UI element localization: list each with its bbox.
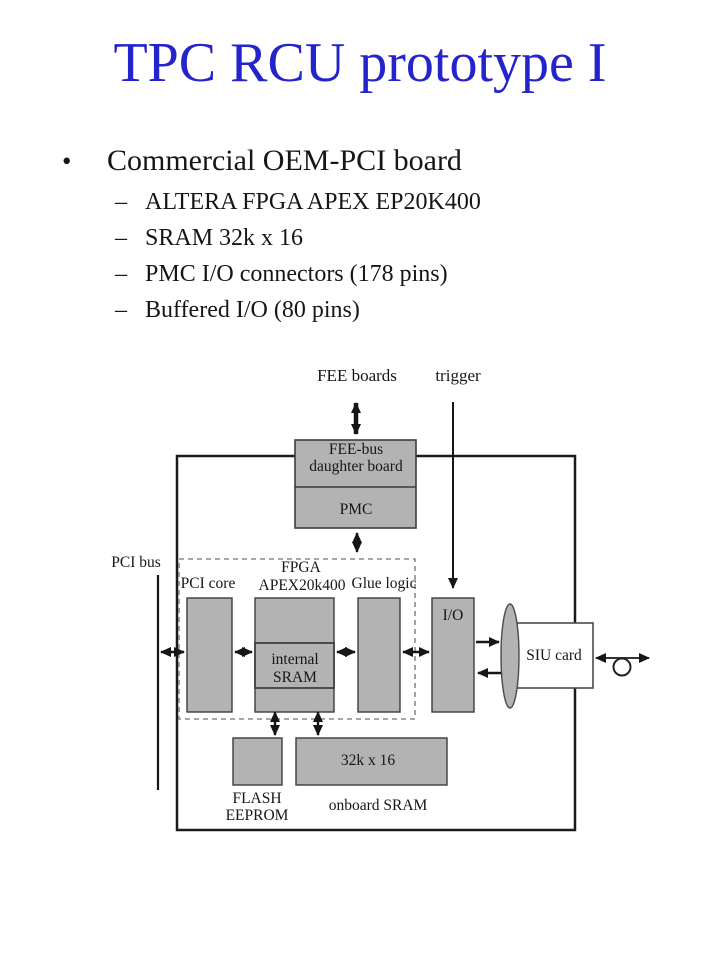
sub-bullet-list: – ALTERA FPGA APEX EP20K400 – SRAM 32k x… (115, 184, 481, 328)
onboard-sram-box (295, 737, 448, 786)
glue-logic-box (357, 597, 401, 713)
siu-card-box (513, 622, 594, 689)
label-glue-logic: Glue logic (351, 575, 417, 592)
slide-title: TPC RCU prototype I (113, 32, 607, 94)
label-eeprom: EEPROM (225, 807, 289, 824)
label-32k-x-16: 32k x 16 (340, 752, 396, 769)
label-trigger: trigger (435, 366, 481, 385)
label-apex20k400: APEX20k400 (258, 577, 346, 594)
bullet-item: • Commercial OEM-PCI board (62, 144, 462, 178)
flash-eeprom-box (232, 737, 283, 786)
sub-bullet-text: Buffered I/O (80 pins) (145, 297, 360, 323)
sub-bullet-dash: – (115, 189, 127, 215)
connector-ellipse (500, 603, 520, 709)
label-pci-core: PCI core (180, 575, 236, 592)
sub-bullet-dash: – (115, 225, 127, 251)
label-onboard-sram: onboard SRAM (328, 797, 428, 814)
sub-bullet-dash: – (115, 261, 127, 287)
io-box (431, 597, 475, 713)
label-fpga: FPGA (281, 559, 321, 576)
fee-bus-daughter-board-box (294, 439, 417, 529)
internal-sram-box (254, 642, 335, 689)
label-internal: internal (271, 651, 319, 668)
sub-bullet-text: PMC I/O connectors (178 pins) (145, 261, 448, 287)
sub-bullet-text: ALTERA FPGA APEX EP20K400 (145, 189, 481, 215)
label-fee-bus: FEE-bus (328, 441, 384, 458)
label-io: I/O (442, 607, 464, 624)
pci-core-box (186, 597, 233, 713)
label-internal-sram: SRAM (273, 669, 317, 686)
sub-bullet-item: – SRAM 32k x 16 (115, 220, 481, 256)
fiber-loop-circle (612, 657, 632, 677)
sub-bullet-item: – PMC I/O connectors (178 pins) (115, 256, 481, 292)
sub-bullet-dash: – (115, 297, 127, 323)
bullet-text: Commercial OEM-PCI board (107, 144, 462, 177)
label-pmc: PMC (339, 501, 373, 518)
bullet-dot: • (62, 146, 72, 176)
label-flash: FLASH (232, 790, 282, 807)
dashed-fpga-region (178, 558, 416, 720)
sub-bullet-item: – Buffered I/O (80 pins) (115, 292, 481, 328)
label-daughter-board: daughter board (309, 458, 403, 475)
label-fee-boards: FEE boards (317, 366, 397, 385)
label-siu-card: SIU card (526, 647, 582, 664)
label-pci-bus: PCI bus (111, 554, 161, 571)
sub-bullet-text: SRAM 32k x 16 (145, 225, 304, 251)
sub-bullet-item: – ALTERA FPGA APEX EP20K400 (115, 184, 481, 220)
